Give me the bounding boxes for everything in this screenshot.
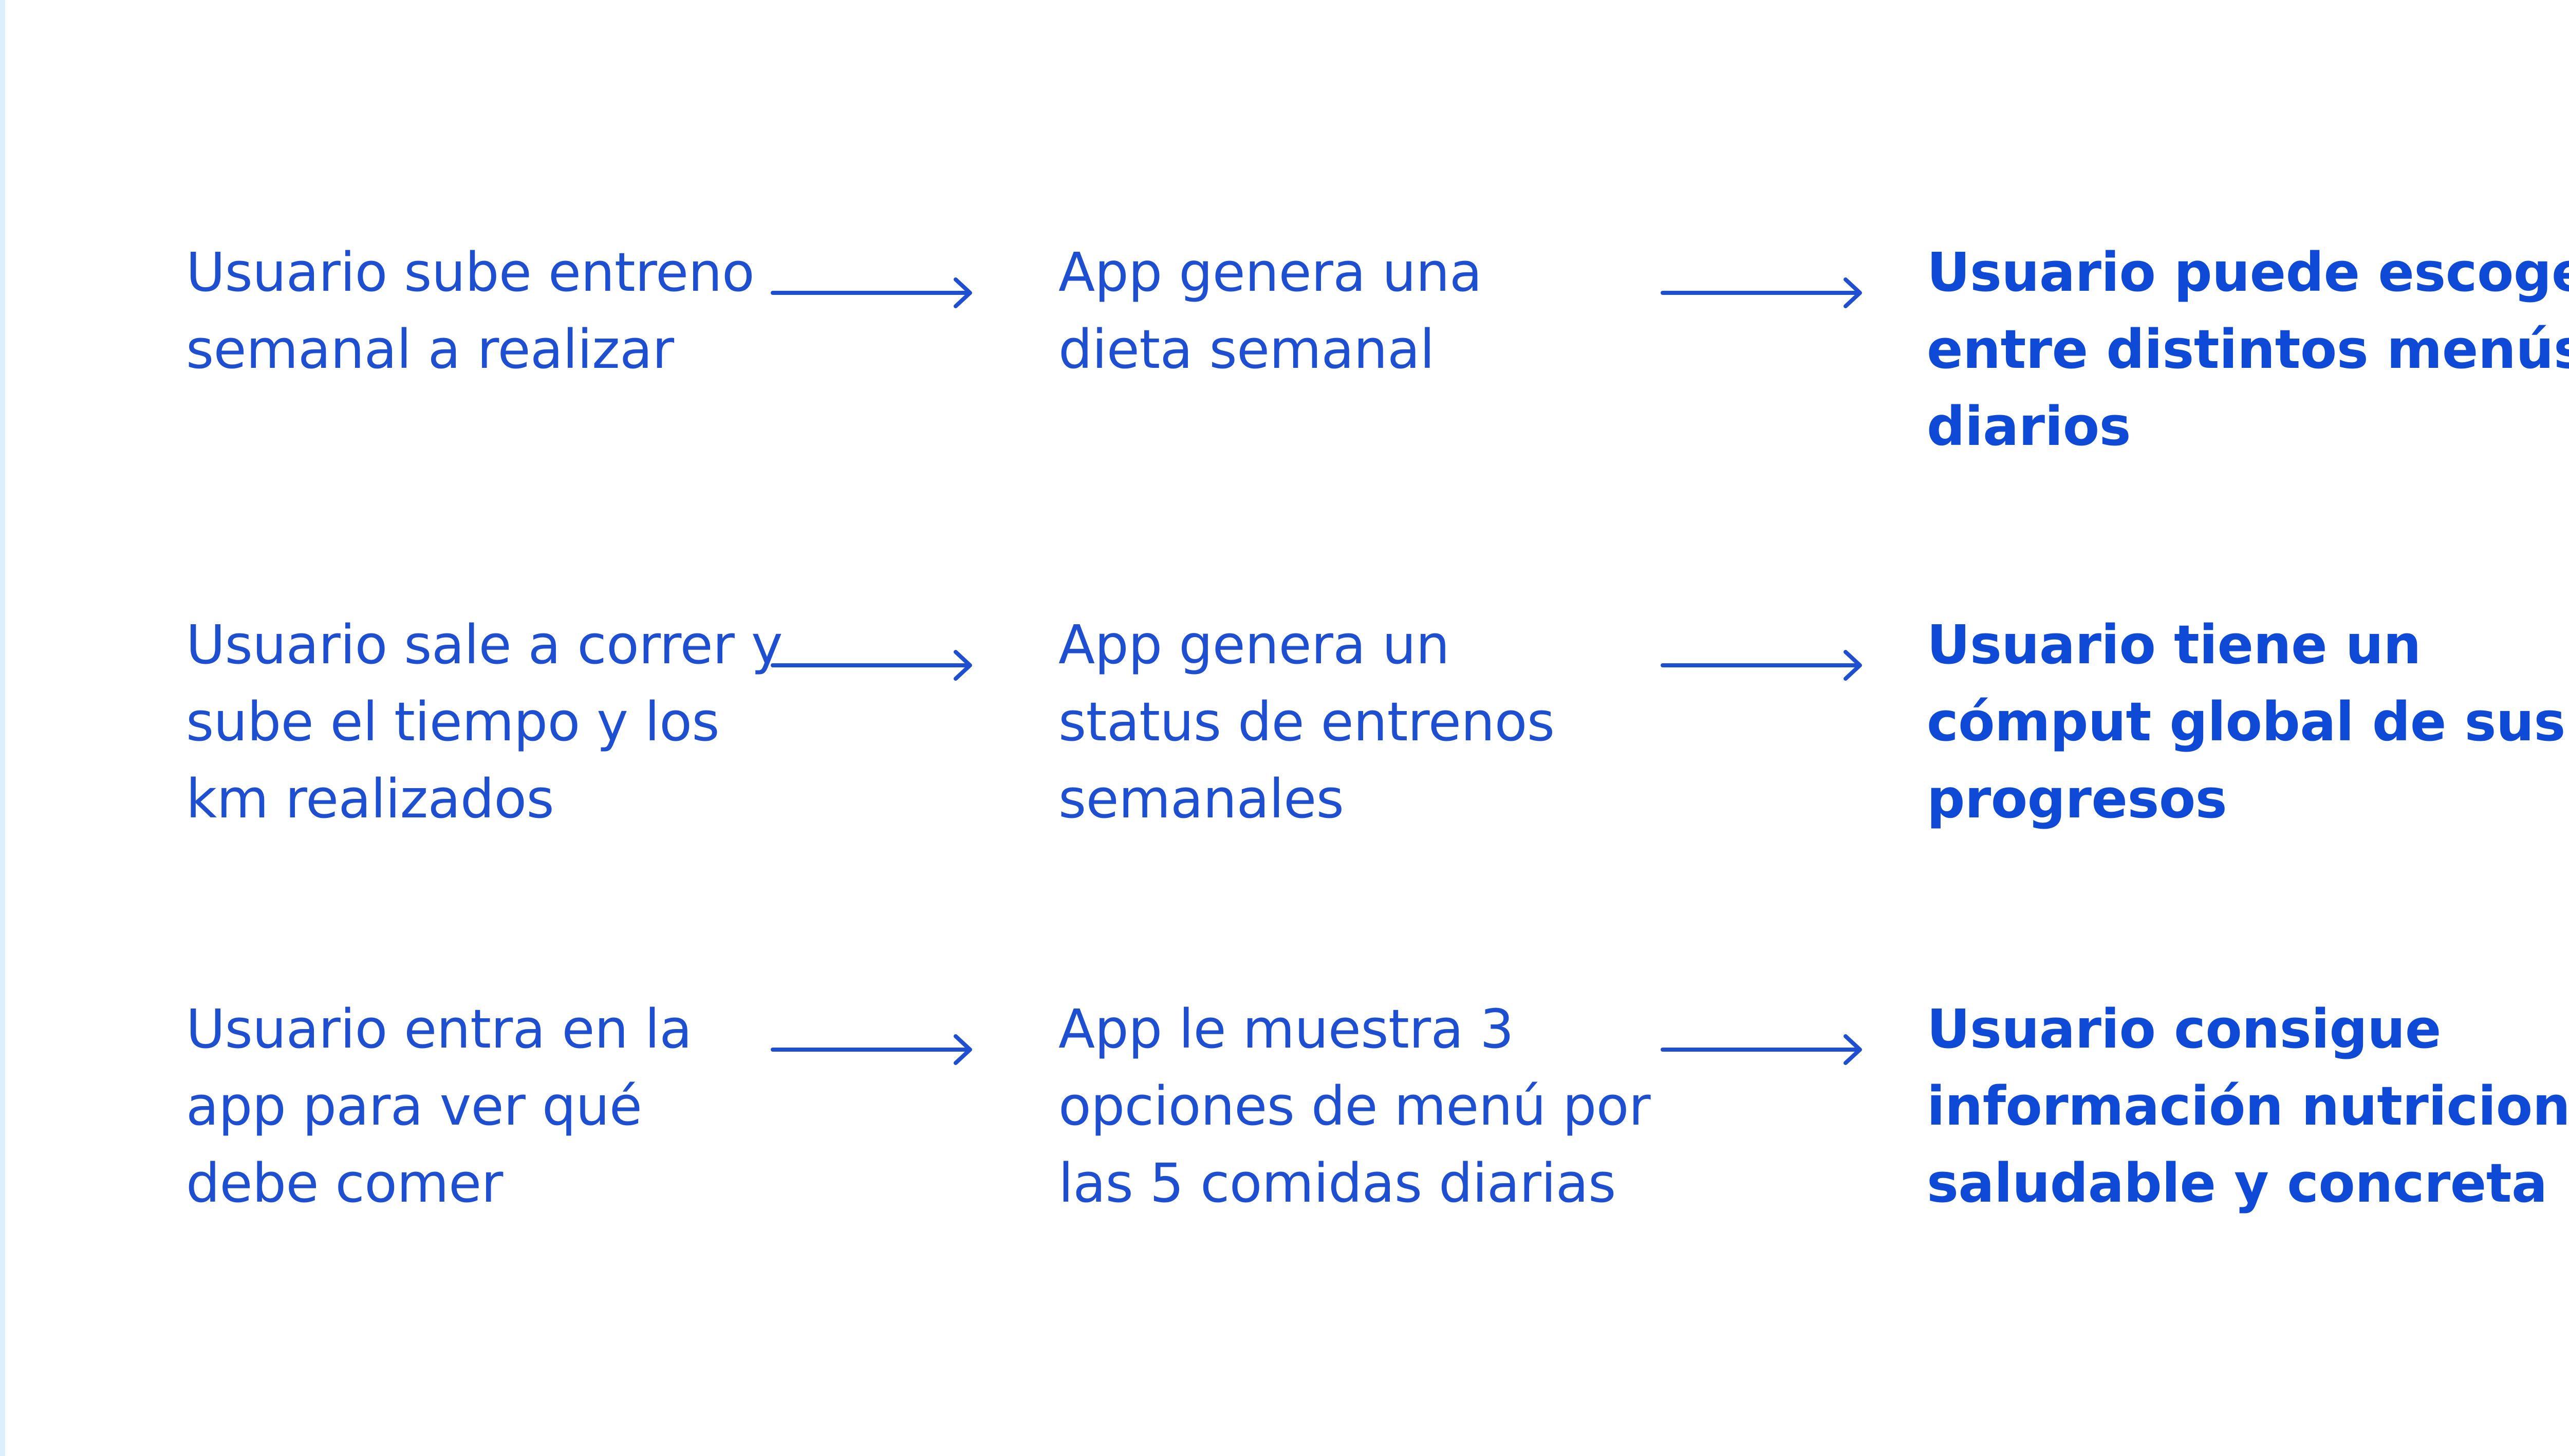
text-line: sube el tiempo y los — [186, 690, 720, 753]
user-outcome-text: Usuario consigue información nutricional… — [1927, 991, 2569, 1222]
text-line: saludable y concreta — [1927, 1152, 2547, 1215]
text-line: semanal a realizar — [186, 318, 674, 381]
app-response-text: App le muestra 3 opciones de menú por la… — [1058, 991, 1651, 1222]
arrow-right-icon — [1661, 272, 1866, 313]
arrow-right-icon — [1661, 645, 1866, 686]
text-line: semanales — [1058, 768, 1344, 830]
text-line: opciones de menú por — [1058, 1075, 1651, 1137]
arrow-right-icon — [1661, 1029, 1866, 1070]
text-line: App genera un — [1058, 613, 1450, 676]
user-outcome-text: Usuario tiene un cómput global de sus pr… — [1927, 606, 2565, 837]
app-response-text: App genera un status de entrenos semanal… — [1058, 606, 1555, 837]
arrow-right-icon — [771, 272, 976, 313]
arrow-right-icon — [771, 1029, 976, 1070]
text-line: Usuario puede escoger — [1927, 241, 2569, 304]
text-line: Usuario consigue — [1927, 998, 2441, 1060]
text-line: Usuario sube entreno — [186, 241, 755, 304]
arrow-right-icon — [771, 645, 976, 686]
text-line: las 5 comidas diarias — [1058, 1152, 1616, 1215]
text-line: progresos — [1927, 768, 2227, 830]
user-action-text: Usuario entra en la app para ver qué deb… — [186, 991, 692, 1222]
text-line: Usuario tiene un — [1927, 613, 2421, 676]
text-line: App le muestra 3 — [1058, 998, 1514, 1060]
user-action-text: Usuario sale a correr y sube el tiempo y… — [186, 606, 783, 837]
text-line: Usuario sale a correr y — [186, 613, 783, 676]
text-line: información nutricional — [1927, 1075, 2569, 1137]
text-line: debe comer — [186, 1152, 503, 1215]
text-line: app para ver qué — [186, 1075, 642, 1137]
user-outcome-text: Usuario puede escoger entre distintos me… — [1927, 234, 2569, 465]
text-line: entre distintos menús — [1927, 318, 2569, 381]
app-response-text: App genera una dieta semanal — [1058, 234, 1482, 388]
text-line: status de entrenos — [1058, 690, 1555, 753]
text-line: dieta semanal — [1058, 318, 1435, 381]
text-line: diarios — [1927, 395, 2131, 458]
text-line: cómput global de sus — [1927, 690, 2565, 753]
text-line: App genera una — [1058, 241, 1482, 304]
user-action-text: Usuario sube entreno semanal a realizar — [186, 234, 755, 388]
text-line: Usuario entra en la — [186, 998, 692, 1060]
text-line: km realizados — [186, 768, 554, 830]
